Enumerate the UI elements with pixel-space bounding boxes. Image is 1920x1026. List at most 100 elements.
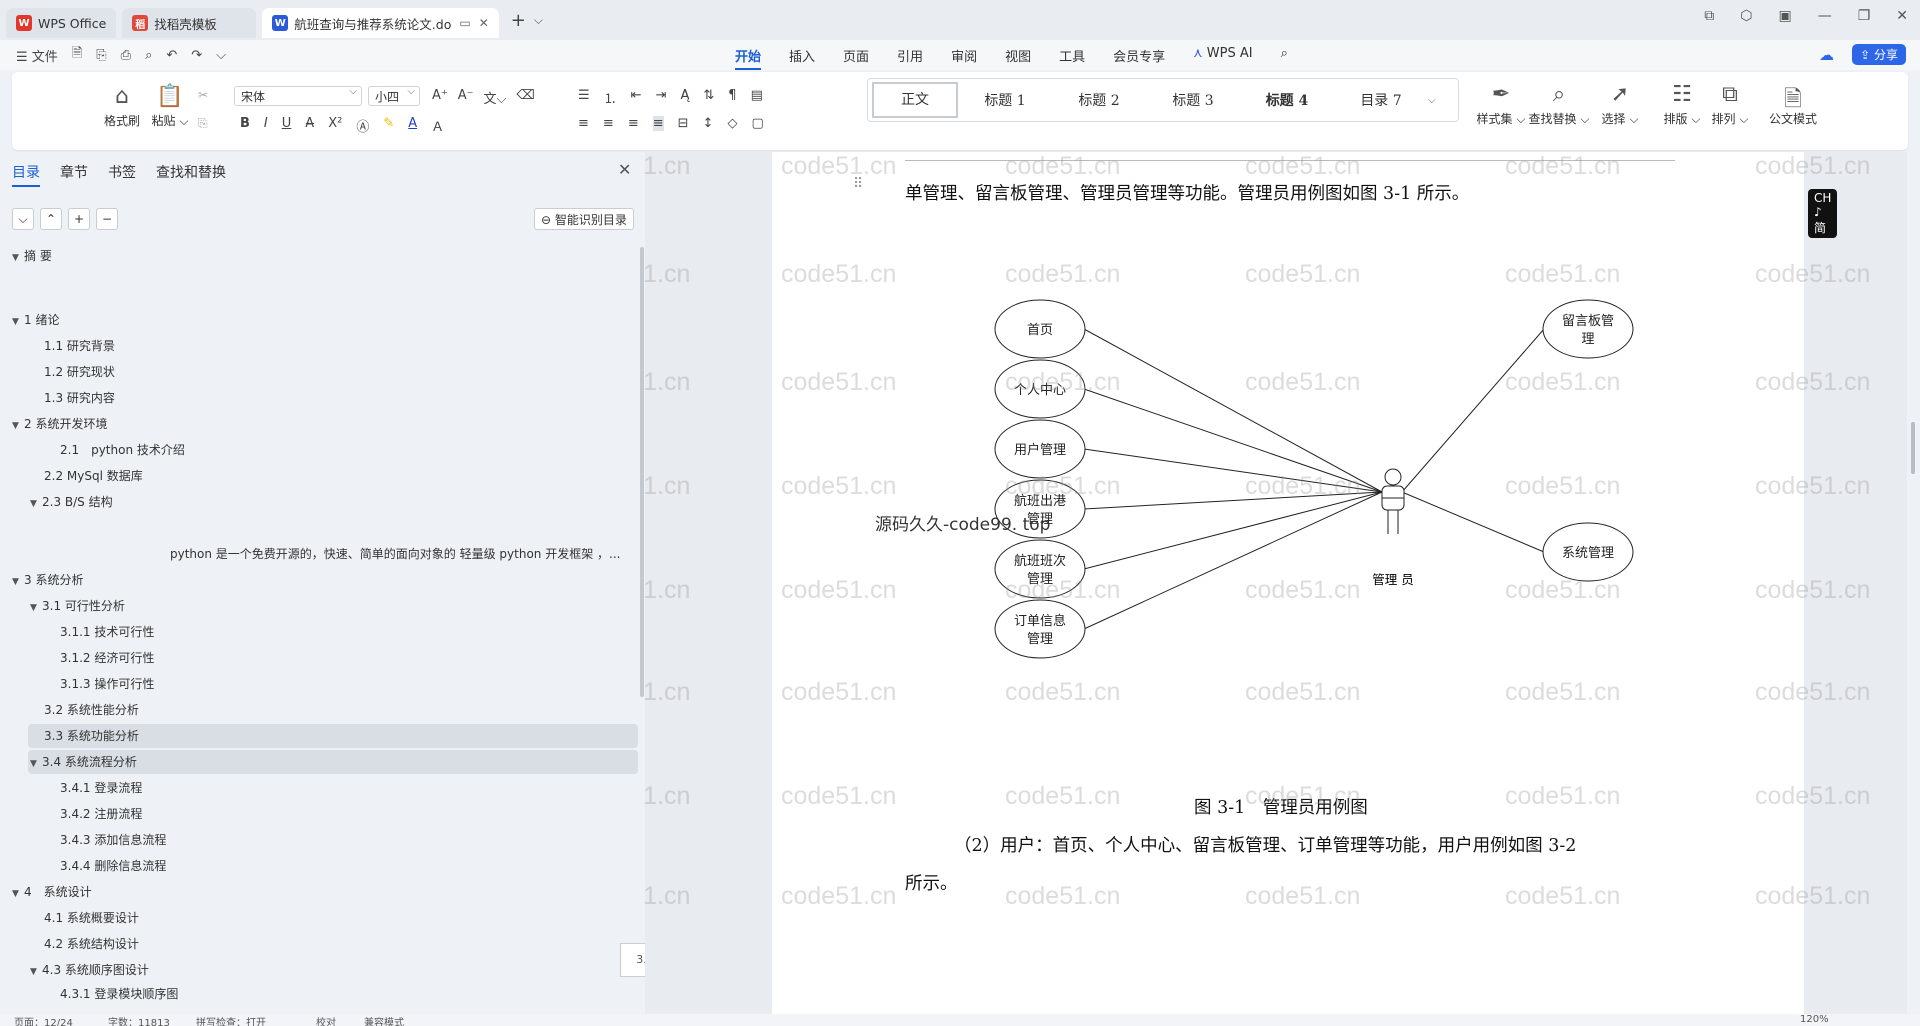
toc-item[interactable]: 3.4.3 添加信息流程 [60, 828, 166, 852]
shrink-font-icon[interactable]: A⁻ [457, 88, 474, 103]
distribute-icon[interactable]: ⊟ [677, 116, 689, 131]
vertical-scrollbar[interactable] [1908, 152, 1920, 1014]
border-icon[interactable]: ▢ [751, 116, 764, 131]
style-heading-3[interactable]: 标题 3 [1172, 93, 1214, 109]
nav-tab-chapter[interactable]: 章节 [60, 165, 88, 181]
show-marks-icon[interactable]: ¶ [728, 88, 737, 103]
expand-toggle-icon[interactable]: ▼ [30, 967, 37, 977]
menu-tab-references[interactable]: 引用 [897, 50, 924, 65]
font-family-select[interactable]: 宋体 [234, 86, 362, 106]
toc-item[interactable]: ▼摘 要 [12, 244, 52, 268]
toc-item[interactable]: ▼3.4 系统流程分析 [28, 750, 638, 774]
expand-toggle-icon[interactable]: ▼ [12, 253, 19, 263]
sort-icon[interactable]: ⇅ [703, 88, 715, 103]
menu-tab-review[interactable]: 审阅 [951, 50, 978, 65]
toc-item[interactable]: 2.2 MySql 数据库 [44, 464, 143, 488]
smart-toc-button[interactable]: ⊖ 智能识别目录 [534, 208, 634, 230]
monitor-icon[interactable]: ▭ [459, 16, 471, 30]
avatar[interactable]: ▣ [1778, 8, 1792, 24]
toc-item[interactable]: 3.1.2 经济可行性 [60, 646, 154, 670]
expand-toggle-icon[interactable]: ▼ [12, 889, 19, 899]
table-grid-icon[interactable]: ▤ [750, 88, 763, 103]
zoom-level[interactable]: 120% [1800, 1014, 1829, 1025]
official-mode-button[interactable]: 🗎 公文模式 [1764, 82, 1822, 127]
file-menu[interactable]: ☰ 文件 [16, 49, 58, 65]
close-window-icon[interactable]: ✕ [1896, 8, 1908, 24]
toc-item[interactable]: 3.1.1 技术可行性 [60, 620, 154, 644]
toc-item[interactable]: 1.3 研究内容 [44, 386, 115, 410]
remove-heading-icon[interactable]: − [96, 208, 118, 230]
document-page[interactable]: ⠿ 单管理、留言板管理、管理员管理等功能。管理员用例图如图 3-1 所示。 CH… [772, 152, 1838, 1014]
toc-item[interactable]: 4.3.1 登录模块顺序图 [60, 982, 178, 1006]
minimize-icon[interactable]: — [1817, 8, 1832, 24]
select-button[interactable]: ➚ 选择 ⌵ [1598, 82, 1642, 127]
toc-item[interactable]: ▼2 系统开发环境 [12, 412, 107, 436]
share-button[interactable]: ⇪ 分享 [1852, 44, 1906, 65]
expand-toggle-icon[interactable]: ▼ [30, 603, 37, 613]
numbering-icon[interactable]: ⒈ [603, 92, 617, 107]
font-size-select[interactable]: 小四 [368, 86, 420, 106]
shading-icon[interactable]: ◇ [727, 116, 738, 131]
style-set-button[interactable]: ✒ 样式集 ⌵ [1474, 82, 1528, 127]
ime-indicator[interactable]: CH ♪ 简 [1808, 189, 1838, 238]
align-left-icon[interactable]: ≡ [578, 116, 589, 131]
bold-icon[interactable]: B [240, 116, 250, 131]
toc-item[interactable]: 3.4.2 注册流程 [60, 802, 142, 826]
quick-access-chevron-icon[interactable]: ⌵ [216, 47, 227, 63]
toc-item[interactable]: ▼2.3 B/S 结构 [30, 490, 113, 514]
menu-tab-start[interactable]: 开始 [735, 46, 762, 70]
nav-tab-bookmark[interactable]: 书签 [108, 165, 136, 181]
print-icon[interactable]: ⎙ [120, 47, 132, 63]
toc-item[interactable]: 4.1 系统概要设计 [44, 906, 139, 930]
cloud-sync-icon[interactable]: ☁ [1819, 46, 1834, 64]
expand-toggle-icon[interactable]: ▼ [12, 317, 19, 327]
tab-list-chevron-icon[interactable]: ⌵ [533, 12, 543, 27]
cut-icon[interactable]: ✂ [198, 88, 209, 102]
bullets-icon[interactable]: ☰ [578, 88, 590, 103]
drag-handle-icon[interactable]: ⠿ [853, 176, 864, 192]
italic-icon[interactable]: I [263, 116, 268, 131]
nav-tab-toc[interactable]: 目录 [12, 162, 40, 187]
menu-tab-member[interactable]: 会员专享 [1113, 50, 1166, 65]
collapse-all-icon[interactable]: ⌵ [12, 208, 34, 230]
menu-tab-insert[interactable]: 插入 [789, 50, 816, 65]
style-gallery-more-icon[interactable]: ⌵ [1428, 94, 1436, 106]
export-pdf-icon[interactable]: ⎘ [96, 47, 107, 63]
paste-button[interactable]: 📋 粘贴 ⌵ [147, 84, 193, 129]
arrange-button[interactable]: ⧉ 排列 ⌵ [1708, 82, 1752, 127]
toc-item[interactable]: 3.4.1 登录流程 [60, 776, 142, 800]
cube-icon[interactable]: ⬡ [1740, 8, 1753, 24]
menu-tab-view[interactable]: 视图 [1005, 50, 1032, 65]
window-tile-icon[interactable]: ⧉ [1704, 8, 1715, 24]
toc-item[interactable]: ▼4.3 系统顺序图设计 [30, 958, 149, 982]
layout-button[interactable]: ☷ 排版 ⌵ [1660, 82, 1704, 127]
style-heading-4[interactable]: 标题 4 [1265, 93, 1309, 109]
document-area[interactable]: ⠿ 单管理、留言板管理、管理员管理等功能。管理员用例图如图 3-1 所示。 CH… [645, 152, 1907, 1014]
underline-icon[interactable]: U [281, 116, 292, 131]
copy-icon[interactable]: ⎘ [198, 116, 208, 130]
toc-item[interactable]: ▼4 系统设计 [12, 880, 92, 904]
save-icon[interactable]: 🗎 [71, 46, 83, 61]
find-replace-button[interactable]: ⌕ 查找替换 ⌵ [1528, 82, 1590, 126]
close-tab-icon[interactable]: ✕ [478, 16, 489, 30]
word-count[interactable]: 字数：11813 [108, 1018, 170, 1026]
undo-icon[interactable]: ↶ [166, 47, 178, 63]
menu-tab-page[interactable]: 页面 [843, 50, 870, 65]
nav-tab-find[interactable]: 查找和替换 [156, 165, 226, 181]
justify-icon[interactable]: ≡ [652, 116, 664, 131]
highlight-icon[interactable]: ✎ [383, 116, 395, 131]
superscript-icon[interactable]: X² [328, 116, 343, 131]
expand-toggle-icon[interactable]: ▼ [12, 577, 19, 587]
toc-item[interactable]: 4.2 系统结构设计 [44, 932, 139, 956]
tab-wps-office[interactable]: W WPS Office [6, 8, 117, 38]
toc-item[interactable]: 3.1.3 操作可行性 [60, 672, 154, 696]
wps-ai-button[interactable]: ⋏ WPS AI [1193, 46, 1252, 70]
font-color-icon[interactable]: A [408, 116, 418, 131]
toc-item[interactable]: ▼3 系统分析 [12, 568, 83, 592]
chinese-layout-icon[interactable]: Ą [680, 88, 690, 103]
increase-indent-icon[interactable]: ⇥ [655, 88, 667, 103]
add-heading-icon[interactable]: + [68, 208, 90, 230]
new-tab-button[interactable]: + [510, 9, 526, 31]
style-normal[interactable]: 正文 [872, 82, 958, 118]
clear-format-icon[interactable]: ⌫ [516, 88, 535, 103]
